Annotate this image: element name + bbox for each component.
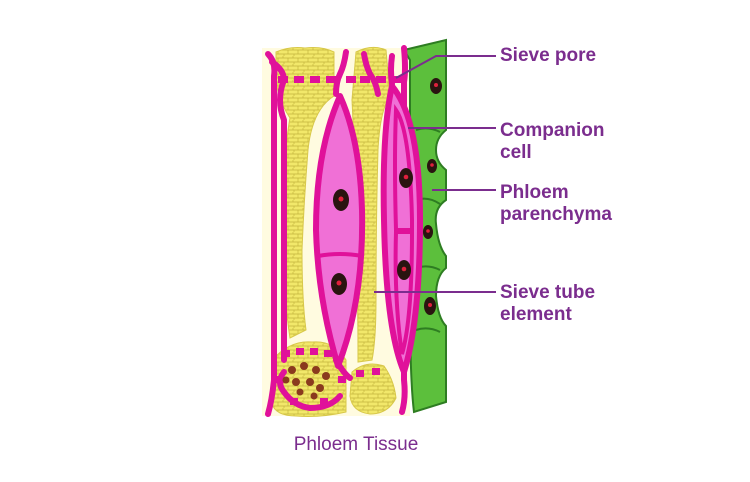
sieve-tube-element — [313, 93, 366, 369]
label-companion-cell-line2: cell — [500, 142, 532, 163]
sieve-pores-top — [278, 76, 402, 83]
label-phloem-parenchyma-line1: Phloem — [500, 182, 569, 203]
sieve-pores-bottom — [276, 348, 380, 405]
leader-lines — [374, 55, 496, 293]
label-sieve-tube-line2: element — [500, 304, 572, 325]
sieve-pore-leader — [395, 55, 496, 79]
nuclei — [331, 78, 442, 315]
plastids — [282, 362, 330, 400]
label-sieve-tube-line1: Sieve tube — [500, 282, 595, 303]
label-companion-cell-line1: Companion — [500, 120, 605, 141]
label-phloem-parenchyma-line2: parenchyma — [500, 204, 612, 225]
label-sieve-pore: Sieve pore — [500, 45, 596, 66]
sieve-tube-cross-wall — [317, 252, 363, 258]
diagram-caption: Phloem Tissue — [294, 434, 419, 455]
